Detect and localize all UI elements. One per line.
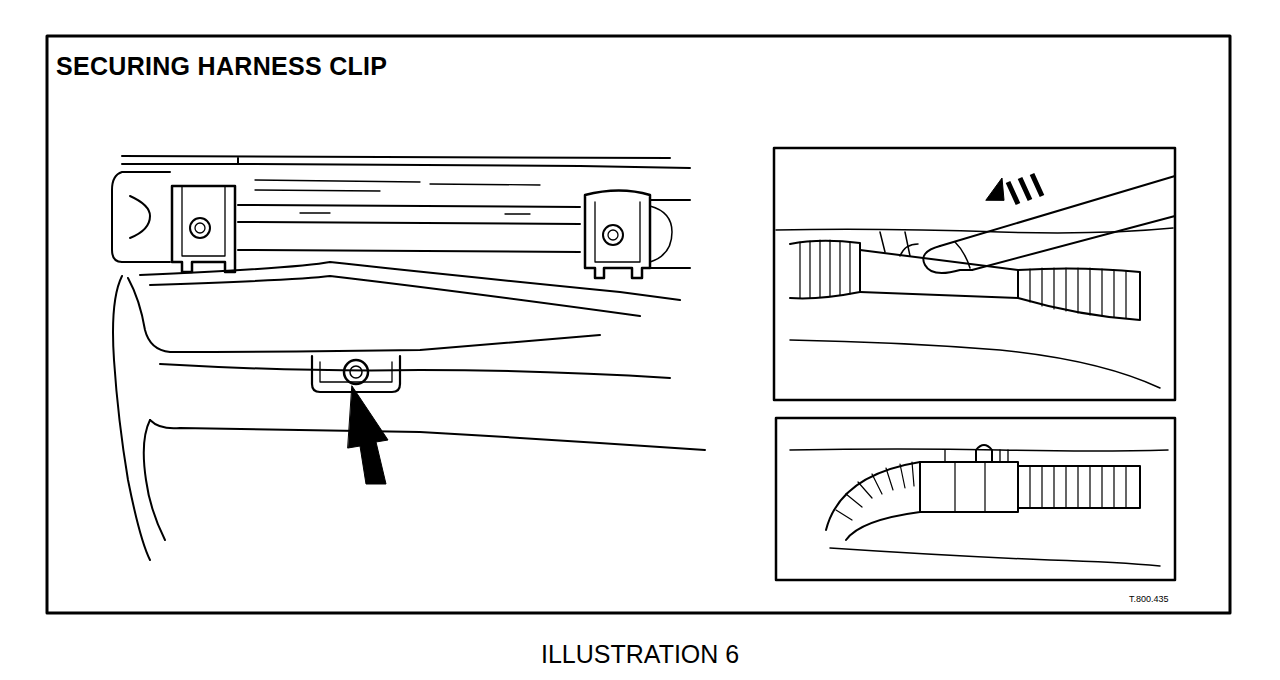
direction-arrow <box>986 174 1042 204</box>
main-view <box>112 156 705 560</box>
inset-frame <box>776 418 1175 580</box>
inset-frame <box>774 148 1175 400</box>
drawing-number: T.800.435 <box>1128 594 1170 604</box>
inset-fitted-view <box>790 445 1168 566</box>
frame <box>47 36 1230 613</box>
pointer-arrow <box>348 386 388 484</box>
figure-caption: ILLUSTRATION 6 <box>541 640 739 669</box>
diagram-title: SECURING HARNESS CLIP <box>56 52 387 81</box>
inset-tool-view <box>776 176 1175 388</box>
